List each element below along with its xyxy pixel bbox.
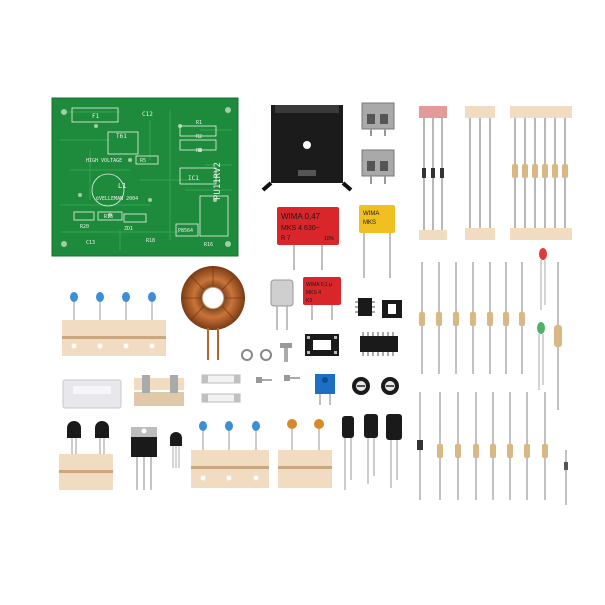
taped-diodes-strip: [419, 106, 447, 240]
taped-transistors-pair: [59, 421, 113, 490]
pcb-label-p8: P8564: [178, 228, 193, 234]
pcb-label-r20: R20: [80, 224, 89, 230]
heatsink: [261, 105, 353, 192]
cap-large-red-line1: WIMA 0,47: [281, 212, 321, 221]
electrolytic-capacitor-3: [386, 414, 402, 488]
pcb-board: F1 C12 T61 HIGH VOLTAGE R5 R1 R2 R3 IC1 …: [51, 97, 239, 257]
cap-yellow-line2: MKS: [363, 220, 376, 226]
toroid-inductor: [181, 266, 245, 360]
cap-small-red-line1: WIMA 0,1 µ: [306, 282, 332, 288]
taped-wire-links-strip: [465, 106, 495, 240]
pcb-label-r5: R5: [140, 158, 146, 164]
ic-socket-small: [382, 300, 402, 318]
pcb-label-l1: L1: [118, 182, 126, 190]
pcb-label-t61: T61: [116, 133, 127, 140]
taped-components-left: [62, 292, 166, 356]
ic-8pin-small: [355, 298, 375, 316]
loose-resistors-row-1-bodies: [419, 312, 525, 326]
ic-socket-16pin: [305, 334, 339, 356]
trimmer-potentiometer-2: [381, 377, 399, 395]
ic-14pin: [360, 332, 398, 356]
fuse-holder-clip: [62, 379, 122, 409]
cap-yellow-line1: WIMA: [363, 211, 379, 217]
crystal-oscillator: [270, 279, 294, 330]
cap-large-red-tol: 10%: [324, 236, 335, 242]
taped-orange-capacitors: [278, 419, 332, 488]
terminal-block-blue: [315, 374, 335, 405]
electrolytic-capacitor-2: [364, 414, 378, 484]
voltage-regulator-to220: [131, 427, 157, 490]
cap-large-red-line2: MKS 4 630~: [281, 225, 320, 232]
screw-terminal-top: [361, 102, 395, 136]
small-screw-2: [284, 375, 300, 381]
nut-and-washer: [241, 349, 272, 361]
pcb-label-r13: R13: [104, 214, 113, 220]
fuse-holder-taped: [134, 375, 184, 406]
pcb-label-ic1: IC1: [188, 175, 199, 182]
led-green: [537, 322, 545, 390]
pcb-label-r1: R1: [196, 120, 202, 126]
taped-resistors-strip: [510, 106, 572, 240]
pcb-label-r2: R2: [196, 134, 202, 140]
screw-terminal-bottom: [361, 149, 395, 184]
pcb-label-r18: R18: [146, 238, 155, 244]
capacitor-wima-small-red: WIMA 0,1 µ MKS 4 K3: [303, 277, 341, 320]
electrolytic-capacitor-1: [342, 416, 354, 490]
resistor-large: [554, 262, 562, 410]
pcb-label-c13: C13: [86, 240, 95, 246]
glass-fuse-1: [201, 374, 241, 384]
taped-blue-capacitors: [191, 421, 269, 488]
cap-small-red-line2: MKS 4: [306, 290, 321, 296]
glass-fuse-2: [201, 393, 241, 403]
pcb-label-kit-code: PU11RV2: [213, 162, 223, 200]
pcb-label-r3: R3: [196, 148, 202, 154]
pcb-label-zd1: ZD1: [124, 226, 133, 232]
capacitor-wima-large-red: WIMA 0,47 MKS 4 630~ R 7 10%: [277, 207, 339, 270]
pcb-label-r16: R16: [204, 242, 213, 248]
pcb-label-high-voltage: HIGH VOLTAGE: [86, 158, 122, 164]
screw-bolt: [280, 343, 292, 362]
pcb-label-f1: F1: [92, 113, 100, 120]
small-screw-1: [256, 377, 272, 383]
loose-components-row-2-bodies: [417, 440, 568, 470]
trimmer-potentiometer-1: [352, 377, 370, 395]
pcb-label-c12: C12: [142, 111, 153, 118]
small-transistor: [170, 432, 182, 468]
led-red: [539, 248, 547, 310]
pcb-label-velleman: ©VELLEMAN 2004: [96, 196, 138, 202]
capacitor-wima-yellow: WIMA MKS: [359, 205, 395, 278]
cap-small-red-line3: K3: [306, 298, 312, 304]
cap-large-red-line3: R 7: [281, 236, 291, 242]
